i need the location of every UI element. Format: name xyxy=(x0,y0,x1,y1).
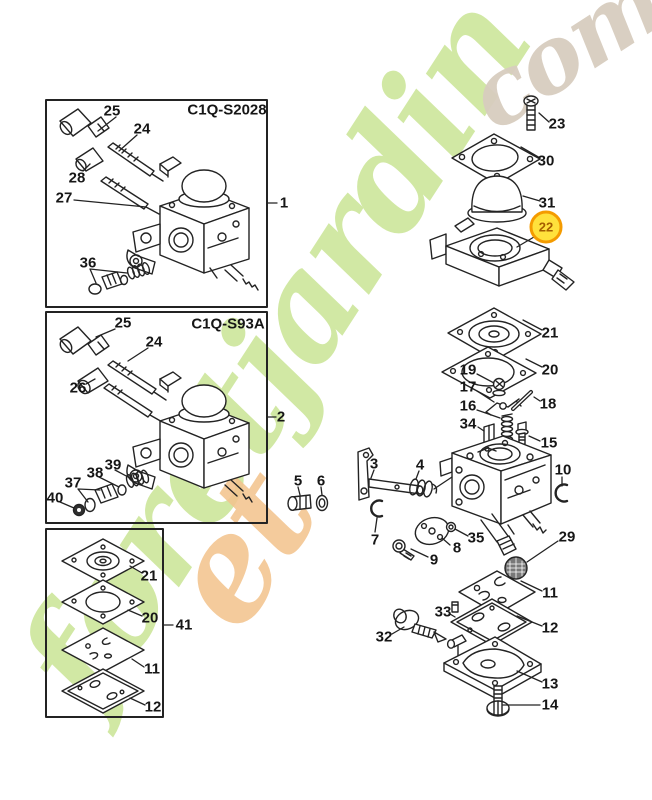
box3-diaphragm-21-drawing xyxy=(61,538,145,584)
box1-callout-1: 1 xyxy=(279,194,289,212)
box3-label-11: 11 xyxy=(144,660,160,678)
inset-box-3-frame xyxy=(45,528,164,718)
box3-label-12: 12 xyxy=(144,698,162,716)
box3-diaphragm-11-drawing xyxy=(61,627,145,673)
main-label-30: 30 xyxy=(537,152,555,170)
box1-carburetor-body-drawing xyxy=(126,156,259,291)
main-label-9: 9 xyxy=(429,551,439,569)
box1-nozzle-28-drawing xyxy=(75,147,104,172)
main-screw-9-drawing xyxy=(392,539,415,561)
main-label-18: 18 xyxy=(539,395,557,413)
main-gasket-20-drawing xyxy=(441,346,537,399)
main-throttle-disc-8-drawing xyxy=(414,516,450,546)
main-label-21: 21 xyxy=(541,324,559,342)
box3-gasket-20-drawing xyxy=(61,579,145,625)
main-label-33: 33 xyxy=(434,603,452,621)
main-carburetor-body-drawing xyxy=(439,435,552,556)
main-label-31: 31 xyxy=(538,194,556,212)
box3-callout-41: 41 xyxy=(175,616,193,634)
box2-pump-parts-37-40-drawing xyxy=(72,469,150,517)
box2-label-37: 37 xyxy=(64,474,82,492)
main-label-19: 19 xyxy=(459,361,477,379)
main-clip-7-drawing xyxy=(370,499,384,518)
box2-carburetor-body-drawing xyxy=(126,371,253,503)
main-label-23: 23 xyxy=(548,115,566,133)
box3-gasket-12-drawing xyxy=(61,668,145,714)
main-label-6: 6 xyxy=(316,472,326,490)
box1-label-36: 36 xyxy=(79,254,97,272)
box2-needle-24-drawing xyxy=(107,360,167,401)
box1-needle-24-drawing xyxy=(107,142,164,182)
box1-nozzle-cap-25-drawing xyxy=(59,108,110,138)
box1-label-28: 28 xyxy=(68,169,86,187)
main-label-20: 20 xyxy=(541,361,559,379)
main-label-11: 11 xyxy=(542,584,558,602)
box2-label-38: 38 xyxy=(86,464,104,482)
box2-title: C1Q-S93A xyxy=(191,315,265,333)
box1-label-25: 25 xyxy=(103,102,121,120)
main-pump-cover-13-drawing xyxy=(443,634,542,699)
inset-box-2-frame xyxy=(45,311,268,524)
box1-label-24: 24 xyxy=(133,120,151,138)
box1-title: C1Q-S2028 xyxy=(187,101,267,119)
highlighted-part-badge-22[interactable]: 22 xyxy=(529,210,563,244)
main-label-16: 16 xyxy=(459,397,477,415)
main-label-35: 35 xyxy=(467,529,485,547)
box2-nozzle-cap-25-drawing xyxy=(59,326,110,356)
main-label-12: 12 xyxy=(541,619,559,637)
box2-callout-2: 2 xyxy=(276,408,286,426)
box2-label-39: 39 xyxy=(104,456,122,474)
box2-needle-26-drawing xyxy=(77,367,165,424)
main-nut-35-drawing xyxy=(445,521,457,533)
main-screen-29-drawing xyxy=(504,556,528,580)
main-screw-19-drawing xyxy=(492,377,506,397)
box1-valve-kit-36-drawing xyxy=(88,262,151,295)
main-plug-34-drawing xyxy=(483,423,495,444)
main-clip-10-drawing xyxy=(554,483,569,503)
main-plug-32-drawing xyxy=(393,608,447,643)
main-throttle-shaft-3-drawing xyxy=(357,447,424,501)
main-collar-5-drawing xyxy=(287,494,312,512)
main-label-5: 5 xyxy=(293,472,303,490)
main-label-13: 13 xyxy=(541,675,559,693)
main-label-4: 4 xyxy=(415,456,425,474)
main-label-10: 10 xyxy=(554,461,572,479)
box3-label-21: 21 xyxy=(140,567,158,585)
main-label-17: 17 xyxy=(459,378,477,396)
box2-label-24: 24 xyxy=(145,333,163,351)
main-label-7: 7 xyxy=(370,531,380,549)
main-label-34: 34 xyxy=(459,415,477,433)
main-pin-33-drawing xyxy=(451,601,459,613)
main-label-32: 32 xyxy=(375,628,393,646)
box3-label-20: 20 xyxy=(141,609,159,627)
leader-lines xyxy=(59,112,563,706)
box2-label-26: 26 xyxy=(69,379,87,397)
main-label-29: 29 xyxy=(558,528,576,546)
main-primer-bulb-31-drawing xyxy=(467,175,527,223)
box1-label-27: 27 xyxy=(55,189,73,207)
main-washer-6-drawing xyxy=(315,494,329,512)
box1-needle-27-drawing xyxy=(100,176,160,215)
box2-label-25: 25 xyxy=(114,314,132,332)
main-screw-14-drawing xyxy=(486,685,510,717)
main-pin-18-drawing xyxy=(511,390,533,411)
main-label-3: 3 xyxy=(369,455,379,473)
main-pump-body-22-drawing xyxy=(429,217,575,291)
inset-box-1-frame xyxy=(45,99,268,308)
main-screw-23-drawing xyxy=(523,95,539,131)
main-label-14: 14 xyxy=(541,696,559,714)
main-label-8: 8 xyxy=(452,539,462,557)
box2-label-40: 40 xyxy=(46,489,64,507)
main-label-15: 15 xyxy=(540,434,558,452)
